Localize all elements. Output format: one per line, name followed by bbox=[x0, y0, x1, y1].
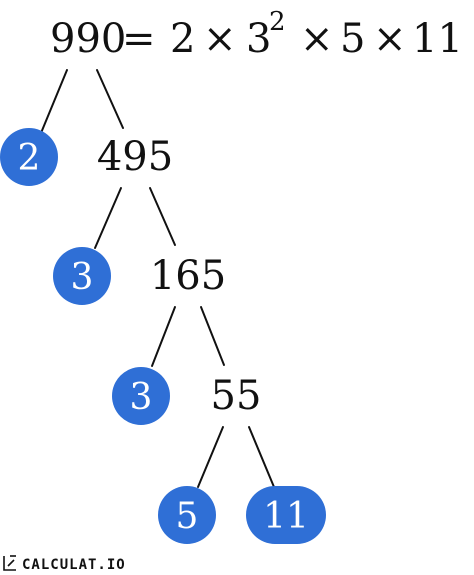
prime-label: 3 bbox=[71, 257, 94, 298]
prime-circle bbox=[0, 128, 58, 186]
equation-factor-4: 11 bbox=[412, 16, 463, 62]
equation-times-2: × bbox=[300, 16, 334, 62]
calculator-logo-icon bbox=[3, 555, 16, 571]
prime-node-5: 5 bbox=[158, 486, 216, 544]
composite-495: 495 bbox=[97, 134, 173, 180]
brand-name: CALCULAT.IO bbox=[22, 557, 126, 573]
branch-990-to-495 bbox=[96, 69, 124, 129]
prime-node-3-second: 3 bbox=[112, 367, 170, 425]
branch-495-to-165 bbox=[149, 187, 176, 246]
equation-times-3: × bbox=[373, 16, 407, 62]
prime-pill bbox=[246, 486, 326, 544]
prime-node-3-first: 3 bbox=[53, 247, 111, 305]
prime-label: 11 bbox=[263, 496, 309, 537]
composite-55: 55 bbox=[211, 373, 262, 419]
prime-circle bbox=[158, 486, 216, 544]
equation-exponent-2: 2 bbox=[269, 7, 286, 37]
tree-branches bbox=[40, 69, 275, 488]
prime-label: 2 bbox=[18, 138, 41, 179]
prime-circle bbox=[53, 247, 111, 305]
composite-165: 165 bbox=[150, 253, 226, 299]
prime-label: 5 bbox=[176, 496, 199, 537]
calculat-logo: CALCULAT.IO bbox=[3, 555, 126, 573]
branch-55-to-11 bbox=[248, 426, 275, 488]
prime-node-2: 2 bbox=[0, 128, 58, 186]
equation-times-1: × bbox=[203, 16, 237, 62]
equation-equals: = bbox=[122, 16, 156, 62]
prime-node-11: 11 bbox=[246, 486, 326, 544]
factorization-equation: 990 = 2 × 3 2 × 5 × 11 bbox=[50, 7, 463, 62]
equation-number: 990 bbox=[50, 16, 126, 62]
branch-165-to-3 bbox=[151, 306, 176, 367]
branch-165-to-55 bbox=[200, 306, 225, 366]
branch-55-to-5 bbox=[197, 426, 224, 488]
branch-990-to-2 bbox=[40, 69, 68, 134]
equation-factor-1: 2 bbox=[170, 16, 195, 62]
equation-factor-3: 5 bbox=[340, 16, 365, 62]
branch-495-to-3 bbox=[94, 187, 122, 249]
prime-label: 3 bbox=[130, 377, 153, 418]
prime-circle bbox=[112, 367, 170, 425]
equation-factor-2: 3 bbox=[246, 16, 271, 62]
